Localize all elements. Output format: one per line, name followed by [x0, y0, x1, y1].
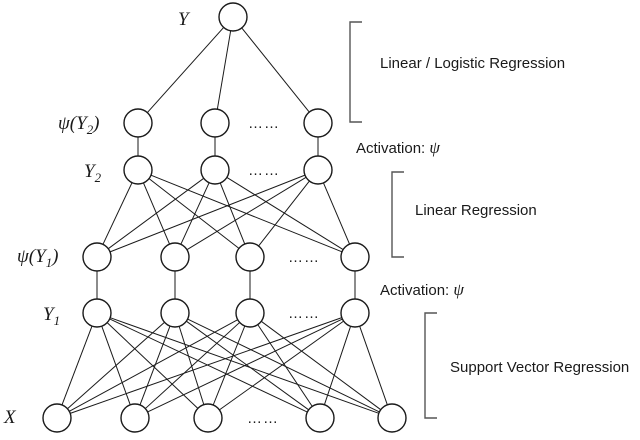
edge-input-to-y1 [257, 324, 313, 407]
node-input-1[interactable] [42, 403, 72, 433]
edge-input-to-y1 [212, 325, 246, 406]
ellipsis-psi-y1: …… [288, 249, 320, 266]
ellipsis-y1: …… [288, 305, 320, 322]
layer-label-y1: Y1 [43, 304, 61, 328]
linear-regression-label: Linear Regression [415, 202, 537, 219]
edge-input-to-y1 [219, 320, 344, 411]
node-input-3[interactable] [193, 403, 223, 433]
edge-input-to-y1 [323, 326, 352, 405]
node-y2-3[interactable] [303, 155, 333, 185]
edge-input-to-y1 [70, 317, 342, 414]
activation-psi-label-lower: Activation: ψ [380, 280, 464, 299]
activation-psi-label-upper: Activation: ψ [356, 138, 440, 157]
edge-psi-y2-to-output [216, 30, 232, 110]
edge-psi-y1-to-y2 [258, 180, 310, 247]
edge-psi-y1-to-y2 [143, 182, 170, 245]
edge-input-to-y1 [260, 320, 382, 411]
edge-input-to-y1 [110, 317, 379, 414]
linear-regression-bracket [391, 171, 404, 258]
node-psi-y1-2[interactable] [160, 242, 190, 272]
nodes-group [42, 2, 407, 433]
edge-psi-y1-to-y2 [226, 176, 344, 251]
edge-input-to-y1 [139, 325, 171, 406]
ellipsis-psi-y2: …… [248, 115, 280, 132]
edge-psi-y1-to-y2 [148, 178, 240, 249]
layer-label-input: X [4, 407, 16, 428]
node-psi-y2-3[interactable] [303, 108, 333, 138]
node-y2-2[interactable] [200, 155, 230, 185]
edge-input-to-y1 [61, 325, 93, 406]
edge-input-to-y1 [106, 322, 199, 409]
node-psi-y2-2[interactable] [200, 108, 230, 138]
node-psi-y2-1[interactable] [123, 108, 153, 138]
edge-psi-y2-to-output [146, 27, 225, 113]
edge-input-to-y1 [359, 326, 388, 405]
node-y2-1[interactable] [123, 155, 153, 185]
layer-label-output: Y [178, 9, 189, 30]
edge-psi-y1-to-y2 [180, 182, 210, 245]
layer-label-y2: Y2 [84, 161, 102, 185]
node-psi-y1-4[interactable] [340, 242, 370, 272]
edge-input-to-y1 [109, 318, 308, 413]
support-vector-regression-label: Support Vector Regression [450, 359, 630, 376]
node-y1-3[interactable] [235, 298, 265, 328]
layer-label-psi-y1: ψ(Y1) [17, 246, 59, 270]
node-y1-4[interactable] [340, 298, 370, 328]
edge-psi-y1-to-y2 [102, 182, 133, 245]
node-output-1[interactable] [218, 2, 248, 32]
edge-input-to-y1 [178, 326, 205, 405]
edge-input-to-y1 [101, 325, 131, 406]
edges-group [61, 27, 388, 414]
node-input-2[interactable] [120, 403, 150, 433]
edge-psi-y1-to-y2 [219, 182, 246, 245]
node-input-5[interactable] [377, 403, 407, 433]
edge-psi-y2-to-output [241, 27, 310, 113]
ellipsis-y2: …… [248, 162, 280, 179]
node-psi-y1-3[interactable] [235, 242, 265, 272]
node-input-4[interactable] [305, 403, 335, 433]
edge-psi-y1-to-y2 [150, 174, 343, 253]
ellipsis-input: …… [247, 410, 279, 427]
node-psi-y1-1[interactable] [82, 242, 112, 272]
edge-psi-y1-to-y2 [109, 174, 306, 253]
brackets-group [349, 21, 437, 419]
layer-label-psi-y2: ψ(Y2) [58, 113, 100, 137]
node-y1-2[interactable] [160, 298, 190, 328]
edge-input-to-y1 [186, 320, 309, 411]
edge-psi-y1-to-y2 [323, 182, 350, 245]
linear-logistic-regression-label: Linear / Logistic Regression [380, 55, 566, 72]
edge-input-to-y1 [69, 319, 238, 412]
linear-logistic-regression-bracket [349, 21, 362, 123]
edge-input-to-y1 [187, 318, 380, 413]
node-y1-1[interactable] [82, 298, 112, 328]
support-vector-regression-bracket [424, 312, 437, 419]
